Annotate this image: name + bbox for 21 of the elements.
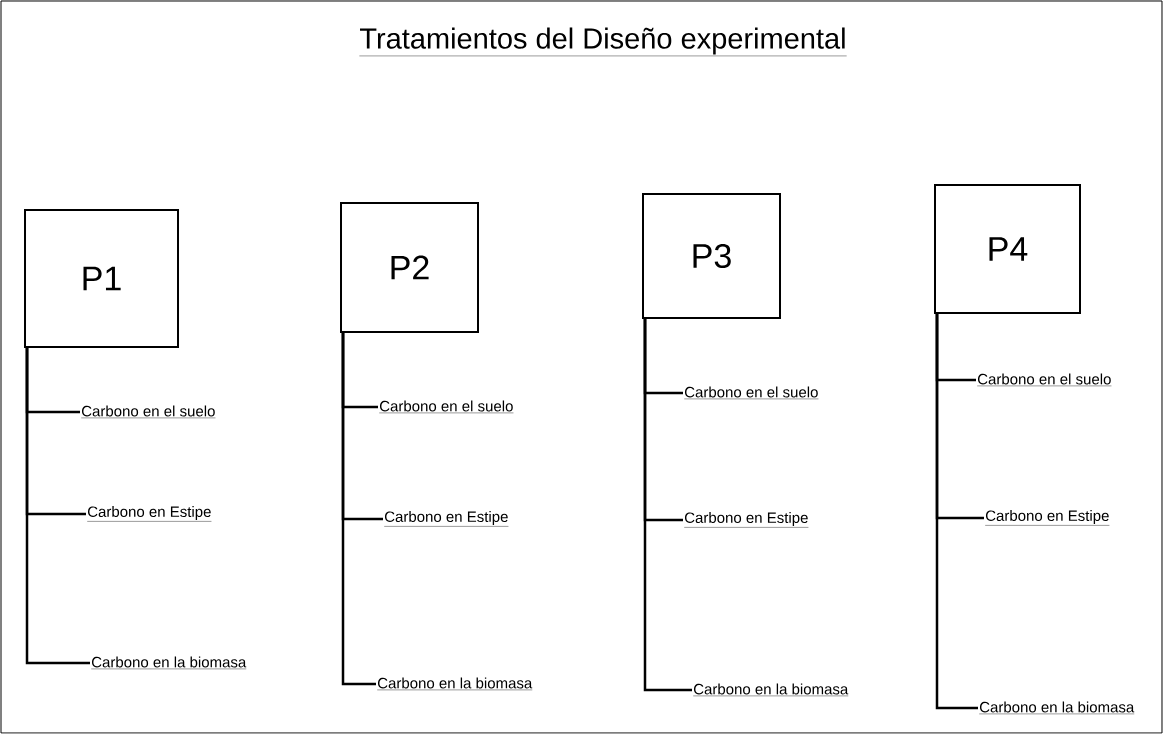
treatment-box: P3 bbox=[642, 193, 781, 319]
branch-label: Carbono en el suelo bbox=[379, 400, 514, 414]
treatment-box: P2 bbox=[340, 202, 479, 333]
tree-line bbox=[25, 348, 90, 665]
treatment-box: P1 bbox=[24, 209, 179, 348]
branch-label: Carbono en la biomasa bbox=[377, 677, 533, 691]
branch-label: Carbono en Estipe bbox=[985, 510, 1110, 526]
branch-label: Carbono en el suelo bbox=[81, 405, 216, 419]
branch-label: Carbono en Estipe bbox=[384, 511, 509, 527]
tree-line bbox=[341, 333, 376, 686]
tree-line bbox=[935, 314, 978, 710]
tree-line bbox=[643, 319, 692, 692]
branch-label: Carbono en la biomasa bbox=[91, 656, 247, 670]
branch-label: Carbono en Estipe bbox=[87, 506, 212, 522]
branch-label: Carbono en el suelo bbox=[684, 386, 819, 400]
title: Tratamientos del Diseño experimental bbox=[359, 27, 847, 57]
branch-label: Carbono en el suelo bbox=[977, 373, 1112, 387]
treatment-box: P4 bbox=[934, 184, 1081, 314]
branch-label: Carbono en la biomasa bbox=[693, 683, 849, 697]
branch-label: Carbono en la biomasa bbox=[979, 701, 1135, 715]
branch-label: Carbono en Estipe bbox=[684, 512, 809, 528]
